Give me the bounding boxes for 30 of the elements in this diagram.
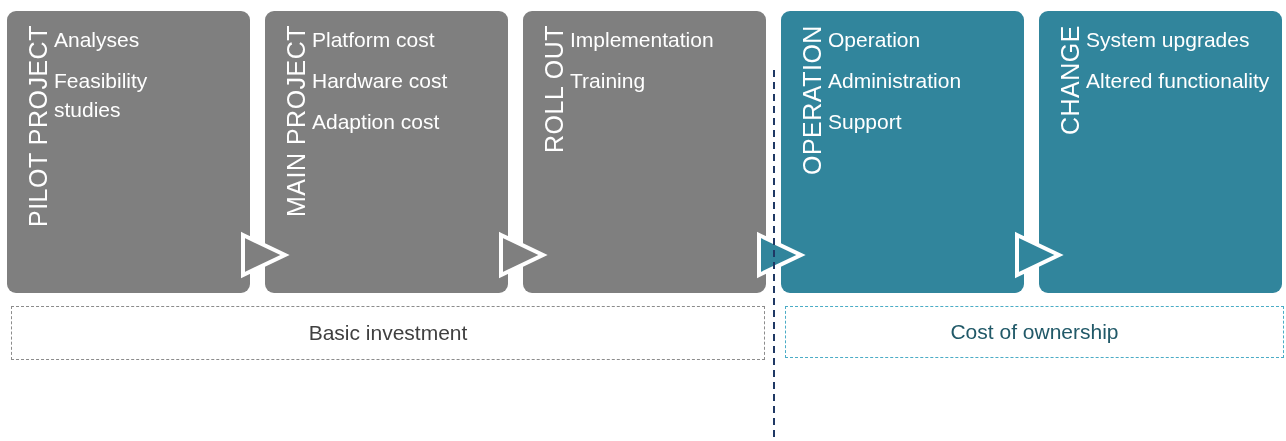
chevron-arrow <box>499 231 548 279</box>
phase-item: Operation <box>828 27 922 53</box>
phase-item: System upgrades <box>1086 27 1251 53</box>
phase-item: Feasibility studies <box>54 68 149 123</box>
chevron-arrow <box>1015 231 1064 279</box>
phase-item: Platform cost <box>312 27 436 53</box>
phase-item: Support <box>828 109 903 135</box>
phase-title: PILOT PROJECT <box>23 25 53 229</box>
phase-item: Implementation <box>570 27 715 53</box>
phase-title: ROLL OUT <box>539 25 569 156</box>
band-label: Basic investment <box>308 321 468 345</box>
cost-band <box>785 306 1284 358</box>
phase-title: CHANGE <box>1055 25 1085 137</box>
phase-box <box>523 11 766 293</box>
phase-box <box>7 11 250 293</box>
phase-item: Hardware cost <box>312 68 449 94</box>
phase-title: OPERATION <box>797 25 827 177</box>
cost-band <box>11 306 765 360</box>
phase-box <box>265 11 508 293</box>
phase-title: MAIN PROJECT <box>281 25 311 220</box>
chevron-arrow <box>757 231 806 279</box>
phase-item: Analyses <box>54 27 141 53</box>
chevron-arrow <box>241 231 290 279</box>
phase-item: Training <box>570 68 647 94</box>
phase-item: Altered functionality <box>1086 68 1271 94</box>
phase-box <box>781 11 1024 293</box>
phase-item: Adaption cost <box>312 109 441 135</box>
phase-box <box>1039 11 1282 293</box>
phase-item: Administration <box>828 68 963 94</box>
band-label: Cost of ownership <box>950 320 1119 344</box>
